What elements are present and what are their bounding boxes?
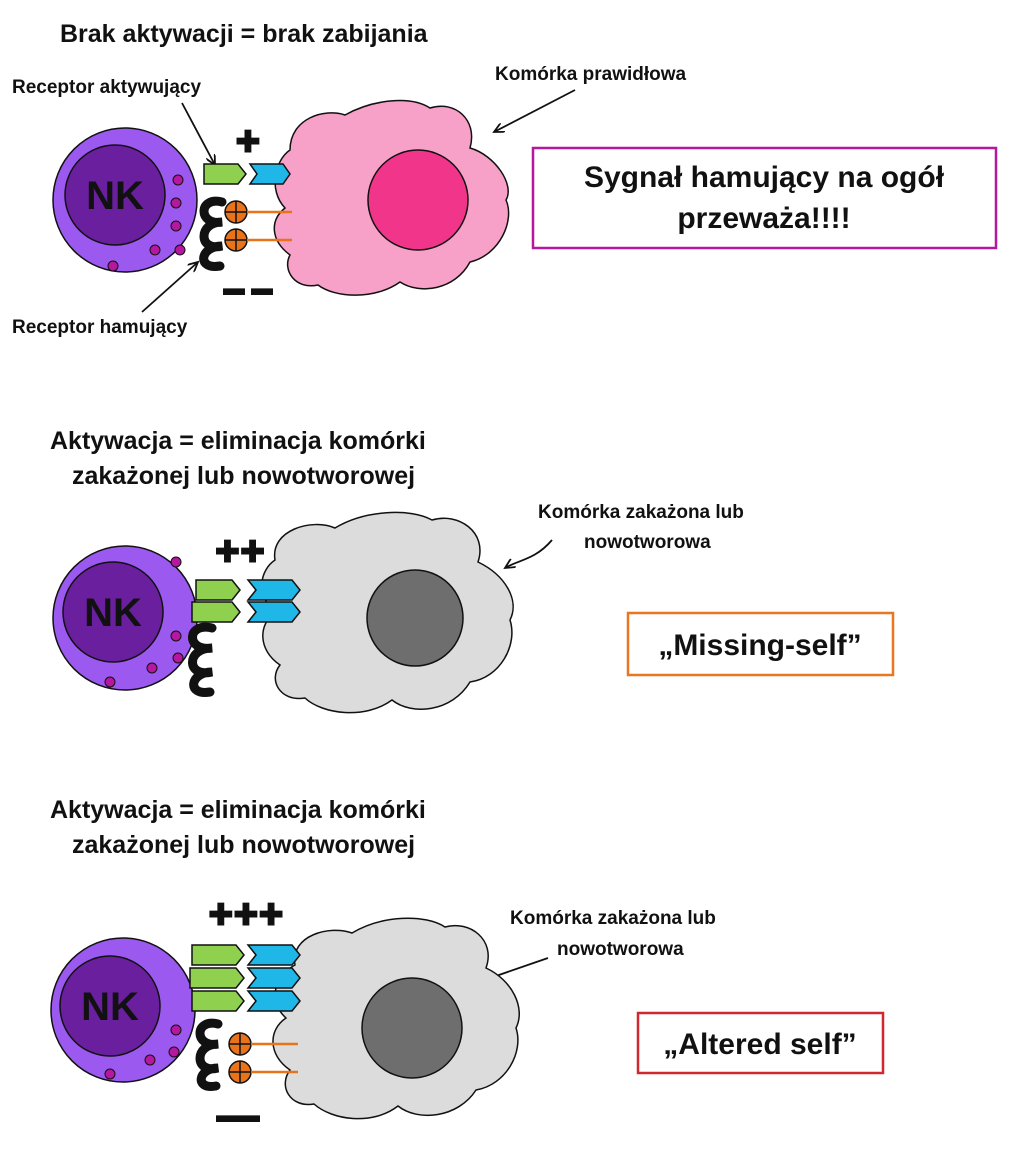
activating-receptor — [191, 944, 245, 966]
nk-label: NK — [86, 174, 144, 218]
granules — [104, 556, 184, 688]
panel-2-title-line2: zakażonej lub nowotworowej — [72, 462, 415, 490]
panel-1: Brak aktywacji = brak zabijania Receptor… — [12, 20, 998, 338]
panel-2-title-line1: Aktywacja = eliminacja komórki — [50, 427, 426, 455]
activating-receptor — [195, 579, 241, 601]
panel-3: Aktywacja = eliminacja komórki zakażonej… — [50, 796, 885, 1127]
activating-receptor — [203, 163, 247, 185]
activating-ligand — [246, 601, 301, 623]
nk-nucleus — [59, 955, 161, 1057]
minus-signs: ▬ ▬ — [223, 275, 273, 300]
granules — [104, 1024, 182, 1080]
inhibitory-receptor-label: Receptor hamujący — [12, 317, 188, 338]
nk-label: NK — [81, 985, 139, 1029]
nk-label: NK — [84, 591, 142, 635]
normal-cell-nucleus — [367, 149, 469, 251]
missing-self-text: „Missing-self” — [658, 629, 861, 662]
panel-1-title: Brak aktywacji = brak zabijania — [60, 20, 429, 48]
activating-receptor-arrow — [181, 102, 215, 165]
minus-signs: ▬▬ — [216, 1102, 260, 1127]
infected-cell-arrow — [505, 539, 553, 568]
altered-self-text: „Altered self” — [663, 1028, 856, 1061]
inhibitory-receptor-arrow — [141, 262, 198, 313]
granules — [107, 174, 186, 272]
inhibitory-signal-box — [531, 146, 998, 250]
plus-signs: ✚ — [235, 126, 260, 159]
missing-self-box — [626, 611, 895, 677]
inhibitory-signal-text-line1: Sygnał hamujący na ogół — [584, 161, 945, 194]
plus-signs: ✚✚ — [215, 536, 265, 569]
inhibitory-receptor — [188, 622, 217, 697]
infected-cell-nucleus — [366, 569, 464, 667]
inhibitory-signal-text-line2: przeważa!!!! — [677, 202, 850, 235]
target-cell-label: Komórka prawidłowa — [495, 64, 687, 85]
activating-receptor-label: Receptor aktywujący — [12, 77, 201, 98]
activating-ligand — [246, 579, 301, 601]
infected-cell-nucleus — [361, 977, 463, 1079]
nk-nucleus — [62, 561, 164, 663]
panel-3-title-line1: Aktywacja = eliminacja komórki — [50, 796, 426, 824]
activating-receptor — [191, 990, 245, 1012]
infected-cell-label-line2: nowotworowa — [584, 532, 711, 553]
panel-2: Aktywacja = eliminacja komórki zakażonej… — [50, 427, 895, 714]
activating-ligand — [246, 967, 301, 989]
activating-ligand — [246, 990, 301, 1012]
activating-receptor — [191, 601, 241, 623]
target-cell-arrow — [494, 89, 576, 132]
mhc-ligand — [228, 1032, 298, 1084]
altered-self-box — [636, 1011, 885, 1075]
infected-cell-label-line1: Komórka zakażona lub — [510, 908, 716, 929]
activating-ligand — [248, 163, 291, 185]
infected-cell-label-line1: Komórka zakażona lub — [538, 502, 744, 523]
panel-3-title-line2: zakażonej lub nowotworowej — [72, 831, 415, 859]
inhibitory-receptor — [199, 196, 227, 271]
infected-cell-label-line2: nowotworowa — [557, 939, 684, 960]
plus-signs: ✚✚✚ — [208, 899, 283, 932]
inhibitory-receptor — [195, 1018, 223, 1091]
mhc-ligand — [224, 200, 292, 252]
activating-receptor — [189, 967, 245, 989]
activating-ligand — [246, 944, 301, 966]
nk-nucleus — [64, 144, 166, 246]
